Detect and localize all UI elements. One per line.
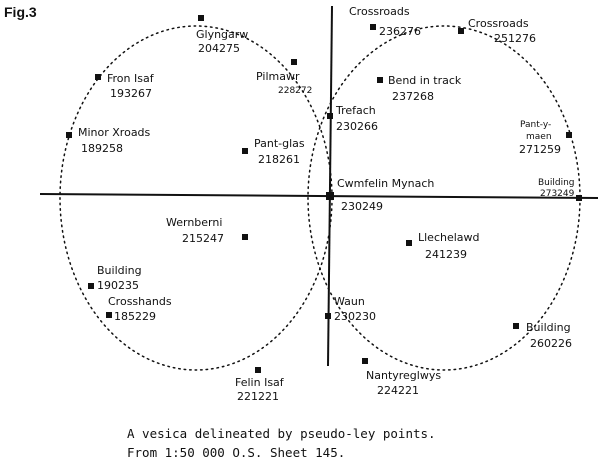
point-ref: 230230 [334,310,376,323]
point-name: Crosshands [108,295,172,308]
point-crossroads-251276: Crossroads 251276 [458,17,536,45]
caption-line-2: From 1:50 000 O.S. Sheet 145. [127,445,346,460]
point-name: Minor Xroads [78,126,151,139]
point-marker [325,313,331,319]
point-marker [326,192,334,200]
point-glyngarw: Glyngarw 204275 [196,15,248,55]
point-marker [66,132,72,138]
point-ref: 237268 [392,90,434,103]
point-pant-glas: Pant-glas 218261 [242,137,305,166]
horizontal-axis [39,193,599,199]
point-marker [377,77,383,83]
point-marker [106,312,112,318]
point-name-line2: maen [526,132,552,142]
point-minor-xroads: Minor Xroads 189258 [66,126,151,155]
point-marker [291,59,297,65]
point-building-east: Building 273249 [538,178,582,201]
point-name: Pant-glas [254,137,305,150]
point-name: Felin Isaf [235,376,285,389]
point-wernberni: Wernberni 215247 [166,216,248,245]
point-marker [198,15,204,21]
point-marker [576,195,582,201]
point-name: Building [538,178,575,188]
point-marker [242,234,248,240]
point-name: Crossroads [468,17,529,30]
point-nantyreglwys: Nantyreglwys 224221 [362,358,441,397]
point-ref: 230266 [336,120,378,133]
point-ref: 204275 [198,42,240,55]
point-ref: 189258 [81,142,123,155]
point-name: Crossroads [349,5,410,18]
point-llechelawd: Llechelawd 241239 [406,231,480,261]
point-marker [370,24,376,30]
point-ref: 218261 [258,153,300,166]
point-crosshands: Crosshands 185229 [106,295,172,323]
point-marker [566,132,572,138]
figure-label: Fig.3 [4,4,37,20]
point-marker [327,113,333,119]
point-ref: 260226 [530,337,572,350]
point-marker [95,74,101,80]
point-name: Bend in track [388,74,462,87]
point-ref: 221221 [237,390,279,403]
point-name-line1: Pant-y- [520,120,551,130]
point-ref: 271259 [519,143,561,156]
point-ref: 215247 [182,232,224,245]
point-marker [255,367,261,373]
point-building-south: Building 260226 [513,321,572,350]
point-building-west: Building 190235 [88,264,142,292]
point-name: Nantyreglwys [366,369,441,382]
point-marker [242,148,248,154]
point-felin-isaf: Felin Isaf 221221 [235,367,285,403]
point-marker [362,358,368,364]
point-name: Llechelawd [418,231,480,244]
point-ref: 273249 [540,189,575,199]
point-name: Wernberni [166,216,222,229]
point-ref: 224221 [377,384,419,397]
point-marker [406,240,412,246]
point-ref: 230249 [341,200,383,213]
point-name: Glyngarw [196,28,248,41]
point-ref: 190235 [97,279,139,292]
point-ref: 251276 [494,32,536,45]
point-ref: 228272 [278,86,312,96]
point-ref: 241239 [425,248,467,261]
vertical-axis [327,5,333,367]
point-marker [88,283,94,289]
point-name: Building [97,264,142,277]
point-ref: 236276 [379,25,421,38]
point-fron-isaf: Fron Isaf 193267 [95,72,155,100]
point-waun: Waun 230230 [325,295,376,323]
point-ref: 193267 [110,87,152,100]
point-pant-y-maen: Pant-y- maen 271259 [519,120,572,156]
point-marker [458,28,464,34]
point-marker [513,323,519,329]
point-cwmfelin-mynach: Cwmfelin Mynach 230249 [326,177,434,213]
caption-line-1: A vesica delineated by pseudo-ley points… [127,426,436,441]
point-name: Pilmawr [256,70,300,83]
point-trefach: Trefach 230266 [327,104,378,133]
point-crossroads-236276: Crossroads 236276 [349,5,421,38]
point-name: Trefach [335,104,376,117]
point-name: Fron Isaf [107,72,155,85]
point-ref: 185229 [114,310,156,323]
point-name: Waun [334,295,365,308]
point-pilmawr: Pilmawr 228272 [256,59,312,96]
point-bend-in-track: Bend in track 237268 [377,74,462,103]
point-name: Cwmfelin Mynach [337,177,434,190]
point-name: Building [526,321,571,334]
